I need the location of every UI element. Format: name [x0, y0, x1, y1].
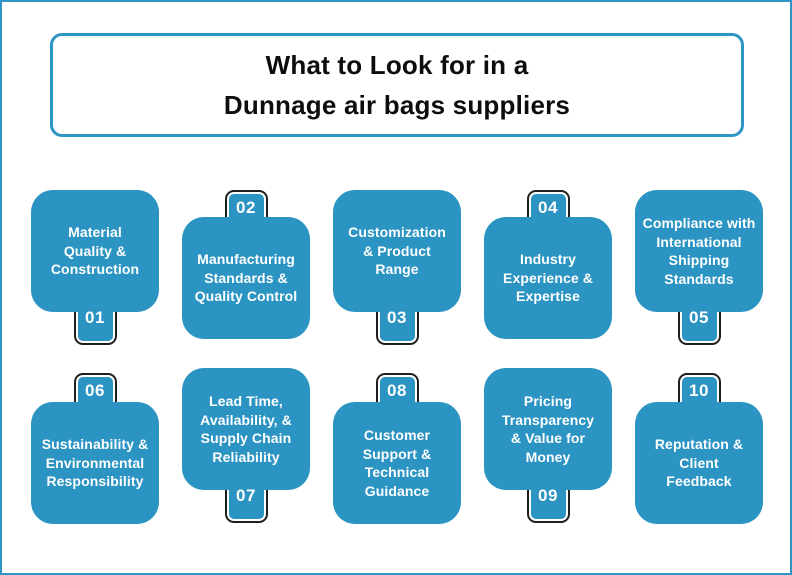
card-03: Customization & Product Range 03: [333, 190, 461, 347]
page-title-line-1: What to Look for in a: [265, 50, 529, 80]
card-number-10: 10: [689, 381, 709, 400]
card-body-10: Reputation & Client Feedback: [635, 402, 763, 524]
card-body-03: Customization & Product Range: [333, 190, 461, 312]
card-body-06: Sustainability & Environmental Responsib…: [31, 402, 159, 524]
card-row-1: Material Quality & Construction 01 Manuf…: [31, 190, 763, 347]
card-body-04: Industry Experience & Expertise: [484, 217, 612, 339]
card-body-05: Compliance with International Shipping S…: [635, 190, 763, 312]
card-number-05: 05: [689, 308, 709, 327]
card-label-01: Material Quality & Construction: [50, 224, 140, 278]
card-label-09: Pricing Transparency & Value for Money: [501, 393, 595, 465]
page-title-line-2: Dunnage air bags suppliers: [223, 90, 571, 120]
cards-area: Material Quality & Construction 01 Manuf…: [31, 190, 763, 525]
card-number-01: 01: [85, 308, 105, 327]
card-label-08: Customer Support & Technical Guidance: [362, 427, 432, 499]
card-label-02: Manufacturing Standards & Quality Contro…: [194, 251, 298, 305]
card-label-03: Customization & Product Range: [348, 224, 446, 278]
card-body-08: Customer Support & Technical Guidance: [333, 402, 461, 524]
card-body-07: Lead Time, Availability, & Supply Chain …: [182, 368, 310, 490]
card-number-04: 04: [538, 198, 558, 217]
card-body-02: Manufacturing Standards & Quality Contro…: [182, 217, 310, 339]
card-label-06: Sustainability & Environmental Responsib…: [41, 436, 149, 490]
card-07: Lead Time, Availability, & Supply Chain …: [182, 368, 310, 525]
card-row-2: Sustainability & Environmental Responsib…: [31, 368, 763, 525]
card-number-08: 08: [387, 381, 407, 400]
card-number-02: 02: [236, 198, 256, 217]
card-10: Reputation & Client Feedback 10: [635, 368, 763, 525]
card-number-09: 09: [538, 486, 558, 505]
card-label-05: Compliance with International Shipping S…: [642, 215, 756, 287]
card-02: Manufacturing Standards & Quality Contro…: [182, 190, 310, 347]
card-label-10: Reputation & Client Feedback: [654, 436, 744, 490]
card-05: Compliance with International Shipping S…: [635, 190, 763, 347]
card-body-01: Material Quality & Construction: [31, 190, 159, 312]
card-06: Sustainability & Environmental Responsib…: [31, 368, 159, 525]
card-body-09: Pricing Transparency & Value for Money: [484, 368, 612, 490]
card-09: Pricing Transparency & Value for Money 0…: [484, 368, 612, 525]
card-01: Material Quality & Construction 01: [31, 190, 159, 347]
card-label-07: Lead Time, Availability, & Supply Chain …: [200, 393, 292, 465]
card-number-07: 07: [236, 486, 256, 505]
card-08: Customer Support & Technical Guidance 08: [333, 368, 461, 525]
card-label-04: Industry Experience & Expertise: [503, 251, 593, 305]
card-04: Industry Experience & Expertise 04: [484, 190, 612, 347]
card-number-06: 06: [85, 381, 105, 400]
card-number-03: 03: [387, 308, 407, 327]
title-box: What to Look for in a Dunnage air bags s…: [50, 33, 744, 137]
